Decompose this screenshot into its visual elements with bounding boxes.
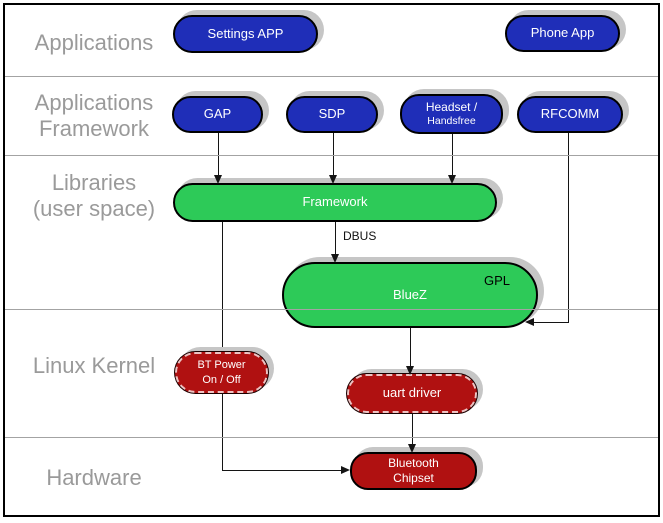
layer-label-hardware: Hardware: [8, 465, 180, 491]
layer-divider: [5, 309, 658, 310]
diagram-border: [3, 3, 660, 517]
node-label: Framework: [302, 194, 368, 210]
node-label: RFCOMM: [540, 106, 600, 122]
layer-divider: [5, 76, 658, 77]
arrowhead-down-icon: [331, 254, 339, 263]
node-sdp: SDP: [286, 96, 378, 133]
connector-framework-to-chipset-vertical: [222, 222, 223, 470]
layer-label-linux-kernel: Linux Kernel: [8, 353, 180, 379]
layer-divider: [5, 437, 658, 438]
arrowhead-down-icon: [329, 175, 337, 184]
node-label: Handsfree: [427, 114, 476, 127]
node-bluez: BlueZ GPL: [282, 262, 538, 328]
layer-label-applications: Applications: [8, 30, 180, 56]
connector-headset-to-framework: [452, 134, 453, 178]
layer-label-text: Applications: [34, 90, 154, 115]
node-label: GAP: [203, 106, 232, 122]
arrowhead-left-icon: [525, 318, 534, 326]
arrowhead-down-icon: [448, 175, 456, 184]
gpl-license-label: GPL: [483, 273, 510, 288]
arrowhead-down-icon: [406, 366, 414, 375]
node-label: On / Off: [202, 373, 241, 386]
layer-label-text: Applications: [34, 30, 154, 55]
layer-label-text: Framework: [38, 116, 149, 141]
node-label: Chipset: [393, 471, 434, 485]
node-headset-handsfree: Headset / Handsfree: [400, 94, 503, 134]
node-label: BlueZ: [393, 286, 427, 302]
node-label: Bluetooth: [388, 456, 439, 470]
node-label: Settings APP: [207, 25, 284, 41]
node-label: Headset /: [425, 100, 478, 115]
arrowhead-right-icon: [341, 466, 350, 474]
arrowhead-down-icon: [214, 175, 222, 184]
connector-bluez-to-uart: [410, 328, 411, 368]
connector-uart-to-chipset: [412, 413, 413, 446]
layer-label-text: Linux Kernel: [32, 353, 156, 378]
node-bluetooth-chipset: Bluetooth Chipset: [350, 452, 477, 490]
layer-label-text: Libraries: [51, 170, 137, 195]
arrowhead-down-icon: [408, 444, 416, 453]
layer-label-applications-framework: Applications Framework: [8, 90, 180, 142]
node-rfcomm: RFCOMM: [517, 96, 623, 133]
node-framework: Framework: [173, 183, 497, 222]
node-label: uart driver: [382, 385, 442, 401]
node-gap: GAP: [172, 96, 263, 133]
node-uart-driver: uart driver: [347, 374, 477, 413]
layer-divider: [5, 155, 658, 156]
node-bt-power-on-off: BT Power On / Off: [175, 352, 268, 393]
node-label: BT Power: [197, 359, 246, 372]
connector-rfcomm-to-bluez-vertical: [568, 133, 569, 323]
connector-framework-to-chipset-horizontal: [222, 470, 343, 471]
layer-label-libraries-user-space: Libraries (user space): [8, 170, 180, 222]
connector-framework-to-bluez: [335, 222, 336, 256]
node-label: SDP: [318, 106, 346, 122]
node-phone-app: Phone App: [505, 15, 620, 52]
layer-label-text: (user space): [32, 196, 156, 221]
node-label: Phone App: [530, 25, 595, 41]
layer-label-text: Hardware: [46, 465, 142, 490]
node-settings-app: Settings APP: [173, 15, 318, 53]
connector-rfcomm-to-bluez-horizontal: [532, 322, 569, 323]
dbus-edge-label: DBUS: [343, 229, 377, 243]
